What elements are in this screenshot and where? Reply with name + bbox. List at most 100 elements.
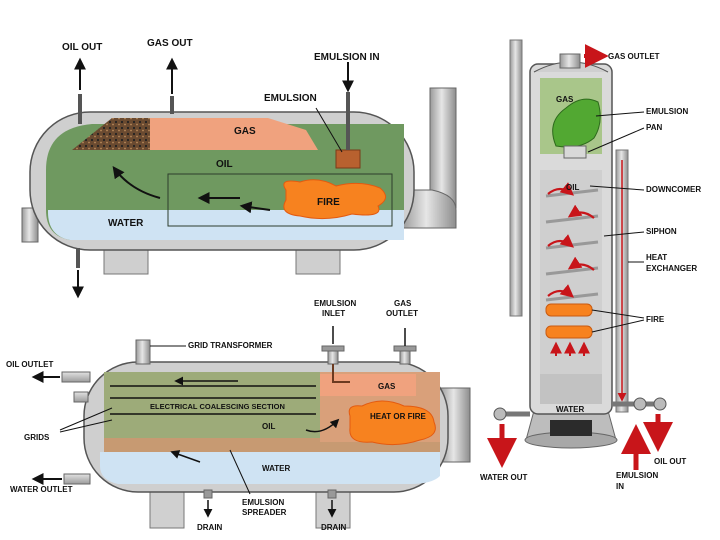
electro-water-flow-arrow xyxy=(170,450,201,463)
electro-oil-outlet-label: OIL OUTLET xyxy=(6,360,54,369)
electro-heat-label: HEAT OR FIRE xyxy=(370,412,427,421)
horizontal-heater-treater: OIL OUT GAS OUT EMULSION IN EMULSION GAS… xyxy=(21,38,457,299)
vertical-emulsion-in-label-2: IN xyxy=(616,482,624,491)
electro-inlet-flange xyxy=(321,345,345,352)
electro-spreader-leader xyxy=(229,449,251,495)
electro-grid-nozzle xyxy=(73,391,89,403)
vertical-gas-outlet-label: GAS OUTLET xyxy=(608,52,660,61)
heater-inlet-flange xyxy=(21,207,39,243)
vertical-oil-label: OIL xyxy=(566,183,579,192)
vertical-water-out-label: WATER OUT xyxy=(480,473,528,482)
vertical-flow-arrow-1 xyxy=(547,182,575,196)
vertical-water-valve xyxy=(493,407,507,421)
electro-support-left xyxy=(149,487,185,529)
heater-stack-elbow xyxy=(401,189,457,229)
vertical-fire-leader-1 xyxy=(591,309,645,319)
electro-gas-zone xyxy=(320,374,416,396)
electro-water-nozzle xyxy=(63,473,91,485)
electro-inlet-label-1: EMULSION xyxy=(314,299,356,308)
vertical-emulsion-mass xyxy=(552,98,601,148)
heater-fire-tube xyxy=(167,173,393,227)
vertical-flow-arrow-3 xyxy=(547,234,575,248)
heater-water-flow-arrow xyxy=(239,201,271,214)
electro-oil-label: OIL xyxy=(262,422,275,431)
electro-gas-flange xyxy=(393,345,417,352)
electro-grids-leader-2 xyxy=(59,419,113,433)
vertical-pan-leader xyxy=(587,127,645,153)
vertical-oil-valve xyxy=(653,397,667,411)
vertical-treater: GAS OUTLET GAS EMULSION PAN OIL DOWNCOME… xyxy=(480,39,701,491)
heater-fire-label: FIRE xyxy=(317,197,340,208)
heater-gas-label: GAS xyxy=(234,126,256,137)
vertical-flow-arrow-4 xyxy=(567,256,595,271)
vertical-downcomer-pipe xyxy=(509,39,523,317)
vertical-fire-leader-2 xyxy=(591,319,645,333)
electro-drain-left-nozzle xyxy=(203,489,213,499)
electro-spreader-label-1: EMULSION xyxy=(242,498,284,507)
vertical-siphon-leader xyxy=(603,231,645,237)
heater-gas-zone xyxy=(150,118,318,150)
electrostatic-treater: EMULSION INLET GAS OUTLET GRID TRANSFORM… xyxy=(6,299,471,532)
vertical-downcomer-leader xyxy=(589,185,645,191)
vertical-water-label: WATER xyxy=(556,405,585,414)
electro-grid-transformer-label: GRID TRANSFORMER xyxy=(188,341,273,350)
heater-emulsion-label: EMULSION xyxy=(264,93,317,104)
vertical-oil-out-label: OIL OUT xyxy=(654,457,686,466)
vertical-heat-exchanger-label-1: HEAT xyxy=(646,253,667,262)
heater-stack xyxy=(429,87,457,209)
heater-fire-flame xyxy=(283,179,386,220)
electro-gas-outlet-label-1: GAS xyxy=(394,299,412,308)
electro-spreader-label-2: SPREADER xyxy=(242,508,287,517)
heater-gas-out-label: GAS OUT xyxy=(147,38,193,49)
vertical-fire-tube-lower xyxy=(545,325,593,339)
vertical-heat-exchanger-label-2: EXCHANGER xyxy=(646,264,697,273)
vertical-emulsion-in-label-1: EMULSION xyxy=(616,471,658,480)
heater-oil-out-label: OIL OUT xyxy=(62,42,102,53)
vertical-emulsion-leader xyxy=(595,111,645,117)
vertical-flow-arrow-5 xyxy=(547,284,575,298)
vertical-pan-label: PAN xyxy=(646,123,663,132)
electro-inlet-pipe xyxy=(332,364,350,383)
heater-oil-flow-arrow xyxy=(112,166,161,199)
electro-drain-left-label: DRAIN xyxy=(197,523,223,532)
vertical-water-zone xyxy=(540,374,602,404)
heater-oil-label: OIL xyxy=(216,159,233,170)
electro-water-zone xyxy=(100,452,440,484)
vertical-siphon-label: SIPHON xyxy=(646,227,677,236)
electro-drain-right-label: DRAIN xyxy=(321,523,347,532)
vertical-flow-arrow-2 xyxy=(567,204,595,219)
electro-inlet-label-2: INLET xyxy=(322,309,345,318)
vertical-emulsion-valve xyxy=(633,397,647,411)
vertical-firebox-opening xyxy=(550,420,592,436)
electro-inlet-nozzle xyxy=(327,349,339,365)
vertical-pan xyxy=(563,145,587,159)
heater-emulsion-distributor xyxy=(335,149,361,169)
electro-grids-leader-1 xyxy=(59,407,113,431)
vertical-baffle-2 xyxy=(545,214,599,224)
electro-fire-flow-arrow xyxy=(305,418,340,433)
electro-coalescing-label: ELECTRICAL COALESCING SECTION xyxy=(150,402,285,411)
heater-emulsion-in-label: EMULSION IN xyxy=(314,52,380,63)
vertical-baffle-4 xyxy=(545,266,599,276)
heater-water-label: WATER xyxy=(108,218,144,229)
vertical-downcomer-label: DOWNCOMER xyxy=(646,185,701,194)
electro-coalescing-zone xyxy=(104,372,320,438)
vertical-fire-label: FIRE xyxy=(646,315,665,324)
vertical-fire-tube-upper xyxy=(545,303,593,317)
electro-grids-label: GRIDS xyxy=(24,433,50,442)
electro-gas-nozzle xyxy=(399,349,411,365)
heater-emulsion-leader xyxy=(315,107,343,153)
electro-transformer-nozzle xyxy=(135,339,151,365)
electro-gas-outlet-label-2: OUTLET xyxy=(386,309,418,318)
electro-water-outlet-label: WATER OUTLET xyxy=(10,485,73,494)
electro-gas-label: GAS xyxy=(378,382,396,391)
electro-water-label: WATER xyxy=(262,464,291,473)
vertical-gas-nozzle xyxy=(559,53,581,69)
vertical-gas-label: GAS xyxy=(556,95,574,104)
heater-coalescing-pack xyxy=(72,118,150,150)
electro-drain-right-nozzle xyxy=(327,489,337,499)
electro-fire-flame xyxy=(348,400,436,446)
vertical-emulsion-label: EMULSION xyxy=(646,107,688,116)
electro-oil-nozzle xyxy=(61,371,91,383)
